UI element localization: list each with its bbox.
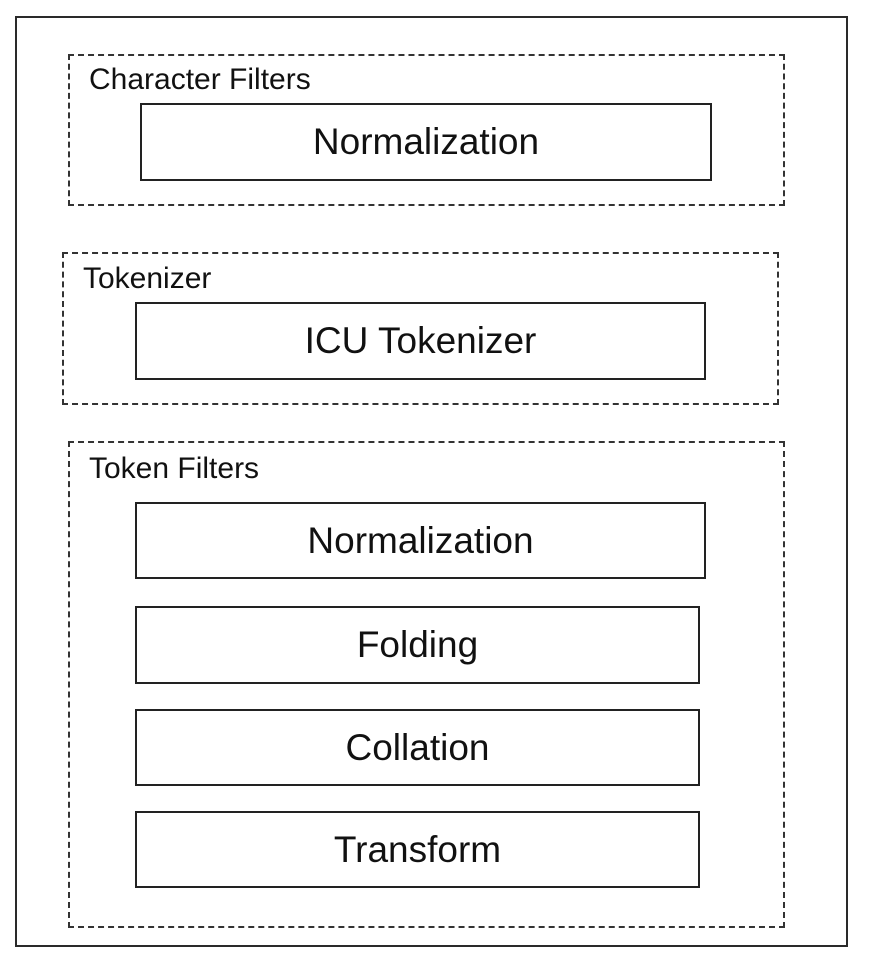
box-folding: Folding [135, 606, 700, 684]
group-token-filters [68, 441, 785, 928]
box-char-normalization: Normalization [140, 103, 712, 181]
group-tokenizer [62, 252, 779, 405]
box-icu-tokenizer: ICU Tokenizer [135, 302, 706, 380]
group-label-character-filters: Character Filters [89, 63, 311, 96]
box-token-normalization: Normalization [135, 502, 706, 579]
box-collation: Collation [135, 709, 700, 786]
analyzer-container [15, 16, 848, 947]
group-label-tokenizer: Tokenizer [83, 262, 212, 295]
group-character-filters [68, 54, 785, 206]
group-label-token-filters: Token Filters [89, 452, 260, 485]
box-transform: Transform [135, 811, 700, 888]
